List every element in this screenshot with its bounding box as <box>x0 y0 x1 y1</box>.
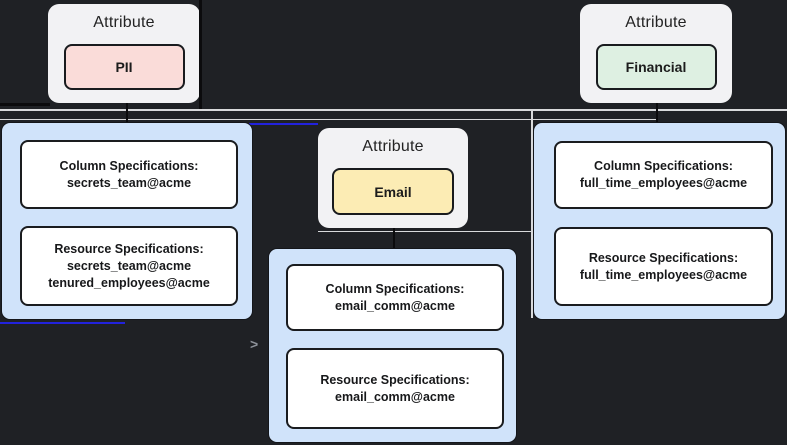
edge-line-vertical-pii-right <box>199 0 202 109</box>
spec-value: email_comm@acme <box>335 298 455 313</box>
edge-line-horizontal-second <box>0 119 657 120</box>
spec-group-full-time-employees[interactable]: Column Specifications: full_time_employe… <box>533 122 786 320</box>
column-spec-node[interactable]: Column Specifications: secrets_team@acme <box>20 140 238 209</box>
edge-financial-to-right-group <box>656 103 658 123</box>
edge-arrowhead-icon: > <box>250 336 259 352</box>
spec-title: Column Specifications: <box>59 158 199 173</box>
spec-title: Resource Specifications: <box>588 250 739 265</box>
spec-value: email_comm@acme <box>335 389 455 404</box>
spec-value: full_time_employees@acme <box>579 267 748 282</box>
attribute-chip-financial: Financial <box>595 44 717 90</box>
selected-edge-segment-bottom <box>0 322 125 324</box>
resource-spec-node[interactable]: Resource Specifications: full_time_emplo… <box>554 227 773 306</box>
spec-group-secrets-team[interactable]: Column Specifications: secrets_team@acme… <box>1 122 253 320</box>
edge-email-to-middle-group <box>393 228 395 249</box>
attribute-node-pii[interactable]: Attribute PII <box>48 4 200 103</box>
spec-value: tenured_employees@acme <box>48 275 210 290</box>
column-spec-node[interactable]: Column Specifications: email_comm@acme <box>286 264 504 331</box>
attribute-chip-email: Email <box>332 168 454 215</box>
edge-pii-to-left-group <box>126 103 128 123</box>
spec-group-email-comm[interactable]: Column Specifications: email_comm@acme R… <box>268 248 517 443</box>
attribute-node-title: Attribute <box>93 14 155 31</box>
spec-title: Resource Specifications: <box>54 241 204 256</box>
resource-spec-node[interactable]: Resource Specifications: secrets_team@ac… <box>20 226 238 306</box>
spec-value: secrets_team@acme <box>66 175 192 190</box>
edge-line-left-stub <box>0 103 50 106</box>
attribute-node-email[interactable]: Attribute Email <box>318 128 468 228</box>
column-spec-node[interactable]: Column Specifications: full_time_employe… <box>554 141 773 209</box>
spec-title: Resource Specifications: <box>320 372 470 387</box>
selected-edge-segment-top <box>249 123 318 125</box>
spec-title: Column Specifications: <box>325 281 465 296</box>
attribute-node-financial[interactable]: Attribute Financial <box>580 4 732 103</box>
spec-value: full_time_employees@acme <box>579 176 748 190</box>
attribute-node-title: Attribute <box>362 138 424 155</box>
spec-title: Column Specifications: <box>594 159 733 173</box>
edge-line-vertical-right <box>531 110 533 318</box>
resource-spec-node[interactable]: Resource Specifications: email_comm@acme <box>286 348 504 429</box>
spec-value: secrets_team@acme <box>66 258 192 273</box>
edge-line-horizontal-top <box>0 109 787 111</box>
edge-line-email-to-right <box>318 231 531 232</box>
attribute-node-title: Attribute <box>625 14 687 31</box>
attribute-chip-pii: PII <box>63 44 185 90</box>
